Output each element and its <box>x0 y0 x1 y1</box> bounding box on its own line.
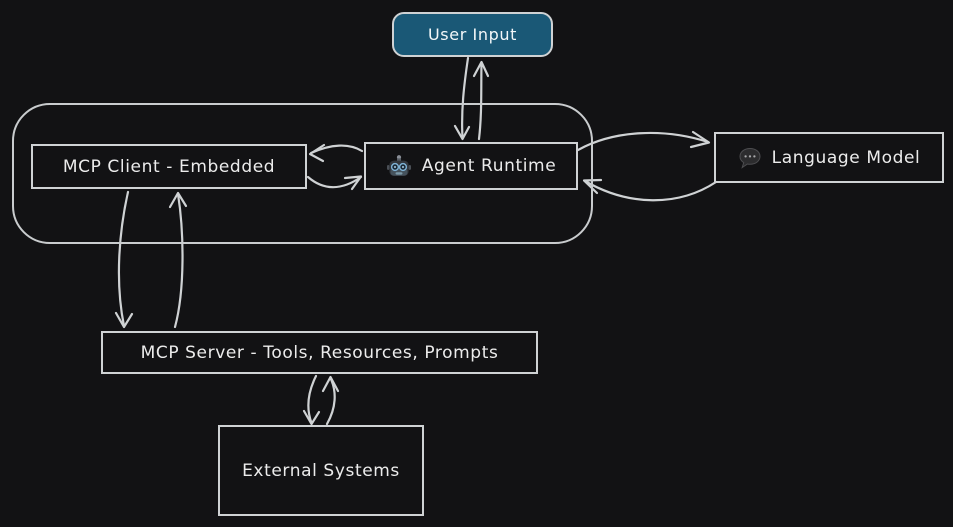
node-agent-runtime-label: Agent Runtime <box>421 156 557 176</box>
node-mcp-client-label: MCP Client - Embedded <box>62 156 276 177</box>
arrow-server-to-external <box>302 374 321 426</box>
node-external-systems: External Systems <box>218 425 424 516</box>
node-mcp-server: MCP Server - Tools, Resources, Prompts <box>101 331 538 374</box>
node-user-input: User Input <box>392 12 553 57</box>
speech-bubble-icon <box>738 146 762 170</box>
node-language-model: Language Model <box>714 132 944 183</box>
arrow-external-to-server <box>321 375 340 426</box>
node-user-input-label: User Input <box>428 25 517 44</box>
arrow-language-model-to-agent <box>582 178 718 202</box>
arrow-agent-to-language-model <box>576 130 711 152</box>
node-language-model-label: Language Model <box>771 147 921 168</box>
node-mcp-client: MCP Client - Embedded <box>31 144 307 189</box>
robot-icon <box>386 153 412 179</box>
node-mcp-server-label: MCP Server - Tools, Resources, Prompts <box>140 342 499 363</box>
agent-group-frame <box>12 103 593 244</box>
node-external-systems-label: External Systems <box>242 460 400 481</box>
node-agent-runtime: Agent Runtime <box>364 142 578 190</box>
